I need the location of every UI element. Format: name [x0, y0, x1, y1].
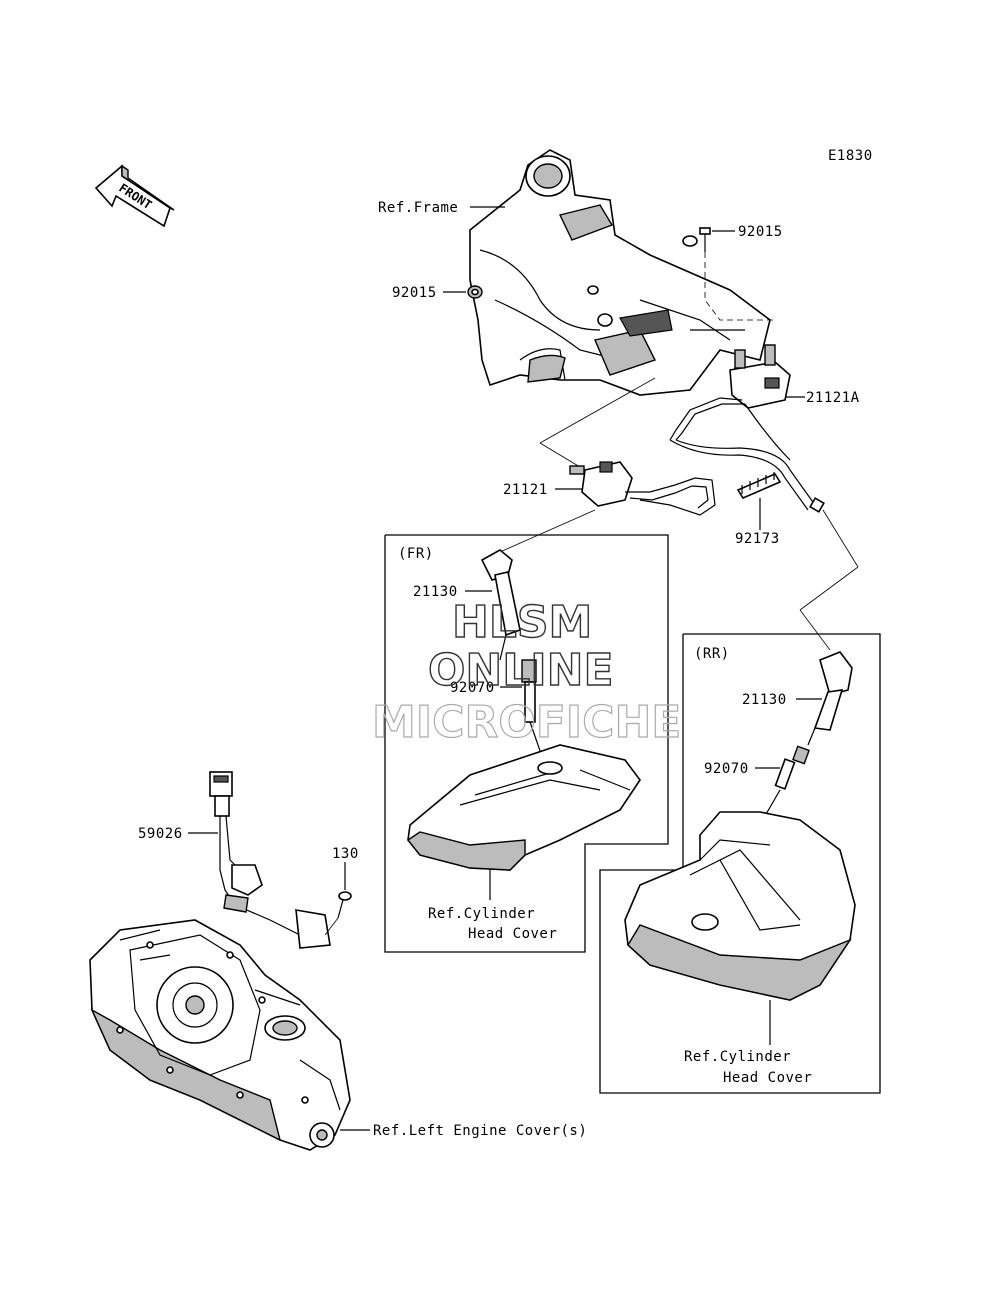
- front-arrow-icon: FRONT: [94, 164, 175, 228]
- ignition-coil-front-icon: [569, 461, 716, 516]
- cylinder-head-cover-front-icon: [406, 744, 641, 871]
- ref-cylinder-front-label: Ref.Cylinder: [428, 906, 535, 922]
- screw-130-icon: [337, 891, 352, 919]
- cylinder-head-cover-rear-icon: [624, 811, 856, 1001]
- part-21121a-label: 21121A: [806, 390, 860, 406]
- part-21121-label: 21121: [503, 482, 548, 498]
- head-cover-rear-label: Head Cover: [723, 1070, 812, 1086]
- part-92070-rear-label: 92070: [704, 761, 749, 777]
- left-engine-cover-icon: [89, 919, 351, 1151]
- plug-cap-front-icon: [480, 549, 521, 661]
- diagram-id: E1830: [828, 148, 873, 164]
- watermark: HLSM ONLINE MICROFICHE: [371, 596, 682, 748]
- ref-cylinder-rear-label: Ref.Cylinder: [684, 1049, 791, 1065]
- bolt-92015-icon: [682, 227, 711, 252]
- rear-panel-label: (RR): [694, 646, 730, 662]
- part-59026-label: 59026: [138, 826, 183, 842]
- part-92173-label: 92173: [735, 531, 780, 547]
- watermark-line2: ONLINE: [428, 645, 614, 696]
- plug-cap-rear-icon: [807, 651, 853, 746]
- nut-92015-icon: [467, 285, 483, 299]
- frame-illustration: [469, 149, 771, 396]
- part-92015-bolt-label: 92015: [738, 224, 783, 240]
- front-cylinder-panel: [384, 534, 669, 953]
- clamp-92173-icon: [736, 472, 782, 500]
- sensor-harness-59026-icon: [209, 771, 331, 949]
- part-92070-front-label: 92070: [450, 680, 495, 696]
- part-21130-front-label: 21130: [413, 584, 458, 600]
- part-130-label: 130: [332, 846, 359, 862]
- ref-left-engine-cover-label: Ref.Left Engine Cover(s): [373, 1123, 587, 1139]
- spark-plug-front-icon: [521, 659, 546, 766]
- ref-frame-label: Ref.Frame: [378, 200, 458, 216]
- watermark-line3: MICROFICHE: [372, 697, 681, 748]
- ignition-coil-rear-icon: [669, 344, 791, 461]
- front-panel-label: (FR): [398, 546, 434, 562]
- part-21130-rear-label: 21130: [742, 692, 787, 708]
- head-cover-front-label: Head Cover: [468, 926, 557, 942]
- watermark-line1: HLSM: [452, 597, 592, 648]
- part-92015-nut-label: 92015: [392, 285, 437, 301]
